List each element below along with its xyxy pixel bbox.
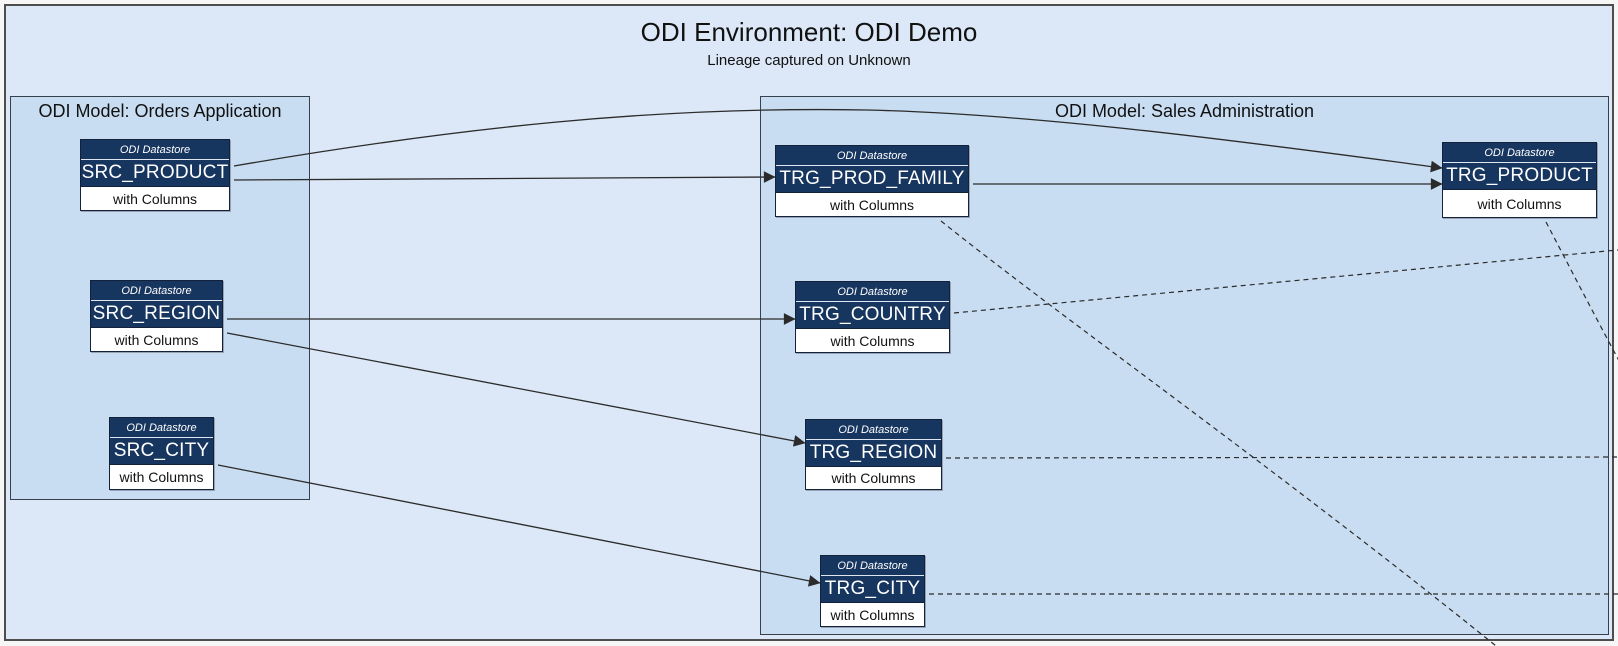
edge-src-product-to-trg-prod-family bbox=[233, 171, 776, 183]
datastore-name: SRC_CITY bbox=[110, 438, 213, 465]
datastore-node-trg-country[interactable]: ODI Datastore TRG_COUNTRY with Columns bbox=[795, 281, 950, 353]
datastore-name: TRG_PROD_FAMILY bbox=[776, 166, 968, 193]
datastore-type-label: ODI Datastore bbox=[1443, 143, 1596, 163]
datastore-node-src-city[interactable]: ODI Datastore SRC_CITY with Columns bbox=[109, 417, 214, 490]
datastore-columns-label: with Columns bbox=[796, 329, 949, 352]
datastore-name: SRC_PRODUCT bbox=[81, 160, 229, 187]
datastore-columns-label: with Columns bbox=[806, 467, 941, 489]
datastore-node-trg-city[interactable]: ODI Datastore TRG_CITY with Columns bbox=[820, 555, 925, 627]
diagram-subtitle: Lineage captured on Unknown bbox=[707, 51, 911, 69]
diagram-title: ODI Environment: ODI Demo bbox=[640, 17, 978, 47]
diagram-header: ODI Environment: ODI Demo Lineage captur… bbox=[6, 16, 1612, 70]
datastore-type-label: ODI Datastore bbox=[806, 420, 941, 440]
datastore-columns-label: with Columns bbox=[821, 603, 924, 626]
datastore-type-label: ODI Datastore bbox=[81, 140, 229, 160]
model-cluster-label: ODI Model: Sales Administration bbox=[1054, 101, 1315, 121]
datastore-columns-label: with Columns bbox=[110, 465, 213, 489]
datastore-columns-label: with Columns bbox=[91, 328, 222, 351]
datastore-node-src-region[interactable]: ODI Datastore SRC_REGION with Columns bbox=[90, 280, 223, 352]
datastore-type-label: ODI Datastore bbox=[821, 556, 924, 576]
datastore-name: TRG_PRODUCT bbox=[1443, 163, 1596, 190]
diagram-frame: ODI Environment: ODI Demo Lineage captur… bbox=[4, 4, 1618, 646]
datastore-type-label: ODI Datastore bbox=[91, 281, 222, 301]
datastore-node-trg-prod-family[interactable]: ODI Datastore TRG_PROD_FAMILY with Colum… bbox=[775, 145, 969, 217]
datastore-node-src-product[interactable]: ODI Datastore SRC_PRODUCT with Columns bbox=[80, 139, 230, 211]
datastore-name: TRG_CITY bbox=[821, 576, 924, 603]
datastore-columns-label: with Columns bbox=[1443, 190, 1596, 217]
datastore-name: TRG_REGION bbox=[806, 440, 941, 467]
datastore-name: TRG_COUNTRY bbox=[796, 302, 949, 329]
datastore-type-label: ODI Datastore bbox=[796, 282, 949, 302]
edge-src-region-to-trg-region bbox=[226, 332, 806, 447]
datastore-columns-label: with Columns bbox=[776, 193, 968, 216]
model-cluster-label: ODI Model: Orders Application bbox=[38, 101, 282, 121]
datastore-name: SRC_REGION bbox=[91, 301, 222, 328]
datastore-node-trg-region[interactable]: ODI Datastore TRG_REGION with Columns bbox=[805, 419, 942, 490]
datastore-type-label: ODI Datastore bbox=[110, 418, 213, 438]
datastore-columns-label: with Columns bbox=[81, 187, 229, 210]
datastore-type-label: ODI Datastore bbox=[776, 146, 968, 166]
datastore-node-trg-product[interactable]: ODI Datastore TRG_PRODUCT with Columns bbox=[1442, 142, 1597, 218]
